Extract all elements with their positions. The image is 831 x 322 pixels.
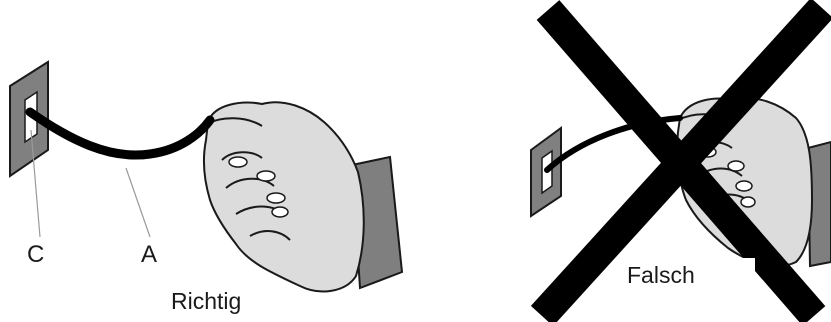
- caption-wrong: Falsch: [627, 262, 695, 288]
- cable: [30, 112, 210, 155]
- label-a: A: [141, 241, 157, 268]
- correct-panel: C A Richtig: [10, 62, 402, 314]
- caption-correct: Richtig: [171, 288, 241, 314]
- leader-line-a: [126, 168, 150, 237]
- wrong-panel: Falsch: [531, 8, 831, 316]
- label-c: C: [27, 241, 44, 268]
- hand-icon: [204, 102, 364, 291]
